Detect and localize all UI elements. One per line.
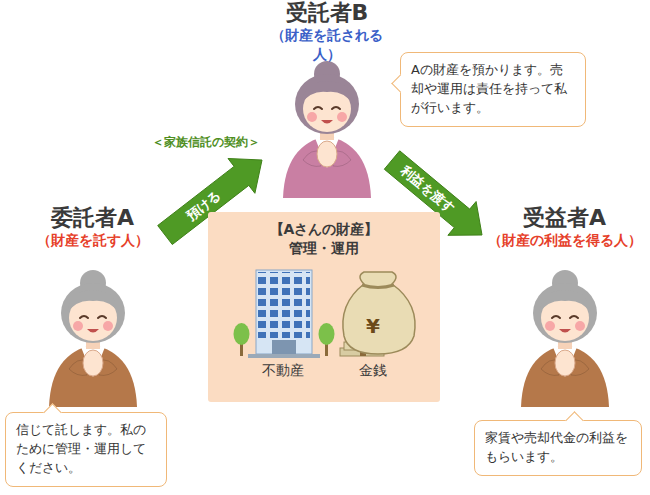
- yen-symbol: ¥: [363, 316, 383, 336]
- trustee-figure: [277, 48, 377, 198]
- item-label: 不動産: [243, 362, 323, 380]
- person-node: 受益者A（財産の利益を得る人）: [482, 205, 647, 415]
- node-title: 受託者B: [262, 0, 392, 26]
- node-subtitle: 管理・運用: [208, 239, 440, 258]
- node-subtitle: （財産を託す人）: [20, 231, 165, 249]
- node-title: 【Aさんの財産】: [208, 220, 440, 239]
- speech-bubble: 信じて託します。私のために管理・運用してください。: [5, 412, 167, 487]
- edge-label: 利益を渡す: [398, 163, 456, 215]
- item-label: 金銭: [333, 362, 413, 380]
- node-title: 受益者A: [482, 205, 647, 231]
- property-icons: [208, 264, 440, 394]
- node-title: 委託者A: [20, 205, 165, 231]
- settlor-figure: [43, 257, 143, 407]
- person-node: 委託者A（財産を託す人）: [20, 205, 165, 410]
- node-subtitle: （財産の利益を得る人）: [482, 231, 647, 249]
- person-node: 受託者B（財産を託される人）: [262, 0, 392, 195]
- speech-bubble: 家賃や売却代金の利益をもらいます。: [474, 420, 642, 476]
- speech-bubble: Aの財産を預かります。売却や運用は責任を持って私が行います。: [400, 52, 586, 127]
- node-title: 家賃や売却代金の利益をもらいます。: [485, 429, 631, 467]
- node-subtitle: （財産を託される人）: [262, 26, 392, 62]
- node-title: Aの財産を預かります。売却や運用は責任を持って私が行います。: [411, 61, 575, 118]
- contract-label: ＜家族信託の契約＞: [150, 134, 262, 151]
- property-box: 【Aさんの財産】管理・運用不動産金銭 ¥: [208, 212, 440, 402]
- node-title: 信じて託します。私のために管理・運用してください。: [16, 421, 156, 478]
- beneficiary-figure: [515, 257, 615, 407]
